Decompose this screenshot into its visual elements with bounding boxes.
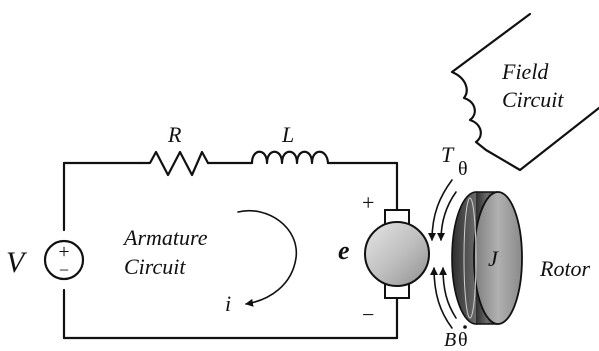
resistor — [138, 150, 210, 177]
rotor-disk-icon — [451, 191, 523, 325]
current-label: i — [225, 291, 231, 316]
damping-rate-arrow — [439, 267, 457, 319]
armature-wiring — [62, 161, 399, 340]
damping-coefficient-label: B — [444, 329, 456, 351]
damping-arrow — [430, 267, 453, 329]
dc-motor-icon — [364, 209, 430, 299]
field-circuit — [450, 12, 599, 172]
source-minus-sign: − — [59, 260, 69, 280]
voltage-source-label: V — [6, 246, 28, 279]
field-circuit-subtitle: Circuit — [502, 87, 564, 112]
inertia-label: J — [488, 246, 499, 271]
damping-rate-dot — [463, 325, 467, 329]
field-circuit-title: Field — [501, 59, 549, 84]
armature-circuit-subtitle: Circuit — [124, 254, 186, 279]
motor-minus-sign: − — [362, 302, 374, 327]
damping-rate-label: θ — [458, 329, 468, 351]
source-plus-sign: + — [58, 241, 69, 263]
back-emf-label: e — [338, 236, 350, 265]
resistor-label: R — [167, 122, 182, 147]
armature-circuit-title: Armature — [122, 225, 208, 250]
motor-plus-sign: + — [362, 190, 374, 215]
torque-label: T — [441, 142, 455, 167]
current-direction-arrow — [237, 210, 298, 307]
angle-label: θ — [458, 158, 468, 180]
inductor-label: L — [281, 122, 294, 147]
inductor — [250, 150, 330, 165]
torque-arrow — [428, 179, 453, 241]
dc-voltage-source-icon: + − — [43, 239, 85, 281]
rotor-label: Rotor — [539, 256, 591, 281]
angle-arrow — [437, 191, 457, 241]
